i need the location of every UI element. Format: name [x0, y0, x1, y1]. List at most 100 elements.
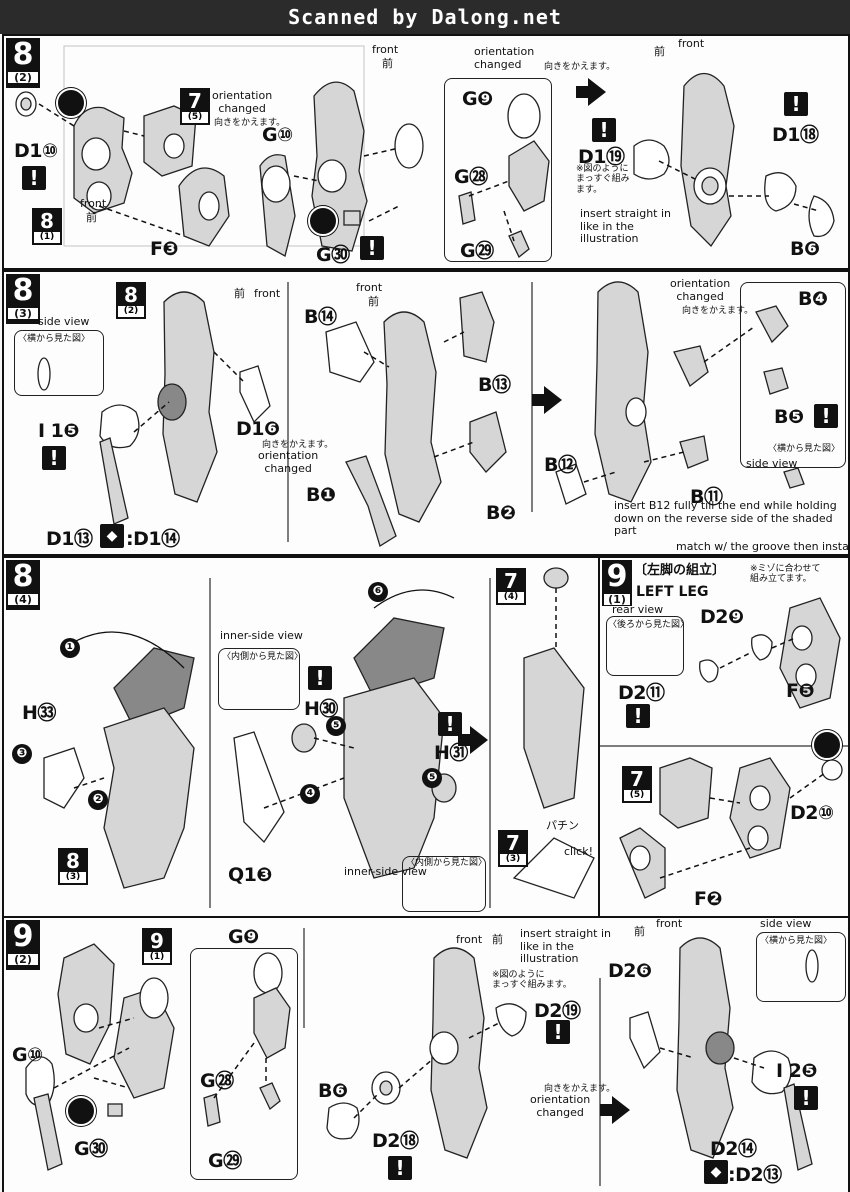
part-g29: G㉙ [460, 240, 494, 262]
caution-icon: ! [360, 236, 384, 260]
part-b2: B❷ [486, 502, 516, 524]
part-i25: I 2❺ [776, 1060, 818, 1082]
caution-icon: ! [388, 1156, 412, 1180]
part-f2: F❷ [694, 888, 723, 910]
ref-number: 7 [182, 90, 208, 112]
cross-reference-7-5: 7 (5) [180, 88, 210, 125]
part-d2-19: D2⑲ [534, 1000, 581, 1022]
orientation-label: orientation changed [212, 89, 273, 115]
ref-sub: (5) [187, 112, 203, 122]
orientation-label-2-jp: 向きをかえます。 [544, 62, 616, 72]
part-b12: B⑫ [544, 454, 577, 476]
ref-sub: (4) [503, 592, 519, 602]
step-order-4: ❹ [300, 784, 320, 804]
part-g30: G㉚ [316, 244, 350, 266]
inner-view-label-2: inner-side view [344, 865, 427, 878]
part-d2-10: D2⑩ [790, 802, 834, 824]
orientation-label-2: orientation changed [474, 45, 535, 71]
part-f5: F❺ [786, 680, 815, 702]
step-number: 8 (3) [6, 274, 40, 324]
orientation-label: orientation changed [258, 449, 319, 475]
side-view-label-2-jp: 〈横から見た図〉 [768, 444, 841, 454]
part-d2-11: D2⑪ [618, 682, 665, 704]
section-title-en: LEFT LEG [636, 584, 709, 600]
insert-note-jp: ※図のように まっすぐ組みます。 [492, 970, 572, 991]
part-b11: B⑪ [690, 486, 723, 508]
part-d1-18: D1⑱ [772, 124, 819, 146]
front-label-2: front [356, 281, 383, 294]
front-label-2: front [372, 43, 399, 56]
scan-credit-header: Scanned by Dalong.net [0, 0, 850, 34]
front-label-2-jp: 前 [368, 295, 379, 308]
ref-sub: (5) [629, 790, 645, 800]
front-label-3-jp: 前 [654, 45, 665, 58]
front-label: front [254, 287, 281, 300]
note-en: insert straight in like in the illustrat… [580, 207, 672, 246]
part-b4: B❹ [798, 288, 828, 310]
section-title-jp: 〔左脚の組立〕 [634, 563, 726, 578]
side-view-label-jp: 〈横から見た図〉 [18, 334, 91, 344]
part-g28: G㉘ [454, 166, 488, 188]
caution-icon: ! [814, 404, 838, 428]
part-d1-14: :D1⑭ [126, 528, 180, 550]
orientation-label-jp: 向きをかえます。 [214, 118, 286, 128]
part-d16: D1❻ [236, 418, 280, 440]
step-9-1-illustration [600, 597, 848, 899]
step-main-number: 8 [12, 559, 34, 594]
part-g10: G⑩ [262, 124, 293, 146]
caution-icon: ! [794, 1086, 818, 1110]
part-d2-14: D2⑭ [710, 1138, 757, 1160]
front-label-2: front [656, 917, 683, 930]
ref-sub: (3) [505, 854, 521, 864]
orientation-label-2: orientation changed [670, 277, 731, 303]
ref-number: 7 [498, 570, 524, 592]
cross-reference-7-3: 7 (3) [498, 830, 528, 867]
inner-view-label-2-jp: 〈内側から見た図〉 [406, 858, 488, 868]
inner-view-label-jp: 〈内側から見た図〉 [222, 652, 304, 662]
part-d1-13: D1⑬ [46, 528, 93, 550]
detail-inset-box [444, 78, 552, 262]
side-view-label-jp: 〈横から見た図〉 [760, 936, 833, 946]
part-g9: G❾ [462, 88, 493, 110]
step-panel-8-4: 8 (4) ❶ ❸ ❷ H㉝ 8 (3) inner-side view 〈内側… [2, 556, 600, 918]
cross-reference-8-1: 8 (1) [32, 208, 62, 245]
step-order-5b: ❺ [422, 768, 442, 788]
orientation-label-2-jp: 向きをかえます。 [682, 306, 754, 316]
part-h33: H㉝ [22, 702, 56, 724]
caution-icon: ! [626, 704, 650, 728]
step-number: 9 (1) [602, 560, 632, 606]
orientation-label: orientation changed [530, 1093, 591, 1119]
side-view-label-2: side view [746, 457, 798, 470]
detail-inset-box [190, 948, 298, 1180]
orientation-label-jp: 向きをかえます。 [262, 440, 334, 450]
caution-icon: ! [592, 118, 616, 142]
step-panel-9-2: 9 (2) 9 (1) G⑩ G㉚ G❾ G㉘ G㉙ front 前 inser… [2, 916, 850, 1192]
insert-note: insert straight in like in the illustrat… [520, 927, 612, 966]
step-sub-number: (2) [7, 71, 39, 84]
ref-sub: (1) [39, 232, 55, 242]
part-d1-10: D1⑩ [14, 140, 58, 162]
part-d2-13: :D2⑬ [728, 1164, 782, 1186]
step-order-6: ❻ [368, 582, 388, 602]
cross-reference-7-5: 7 (5) [622, 766, 652, 803]
caution-icon: ! [22, 166, 46, 190]
step-sub-number: (3) [7, 307, 39, 320]
side-view-inset [756, 932, 846, 1002]
step-sub-number: (4) [7, 593, 39, 606]
step-8-2-illustration [15, 45, 835, 259]
part-h31: H㉛ [434, 742, 468, 764]
groove-note: match w/ the groove then install [676, 540, 850, 553]
front-label: front [80, 197, 107, 210]
part-g10: G⑩ [12, 1044, 43, 1066]
part-g9: G❾ [228, 926, 259, 948]
front-label-jp: 前 [234, 287, 245, 300]
part-b1: B❶ [306, 484, 336, 506]
ref-number: 8 [60, 850, 86, 872]
ref-number: 8 [34, 210, 60, 232]
step-main-number: 8 [12, 37, 34, 72]
click-label: click! [564, 845, 593, 858]
part-b5: B❺ [774, 406, 804, 428]
part-g29: G㉙ [208, 1150, 242, 1172]
front-label-3: front [678, 37, 705, 50]
paint-dot-icon [66, 1096, 96, 1126]
